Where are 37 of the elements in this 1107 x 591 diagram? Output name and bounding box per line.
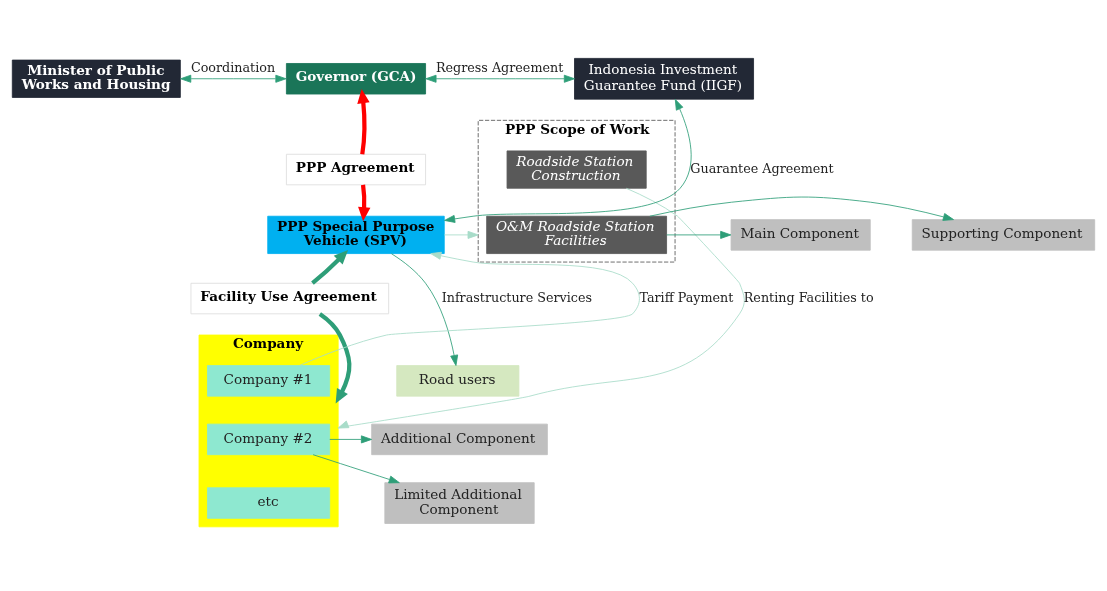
arrow	[666, 230, 732, 239]
arrow	[358, 184, 371, 221]
node-box: Company #1	[207, 364, 331, 397]
node-box: O&M Roadside Station Facilities	[486, 215, 667, 254]
node-box: Indonesia Investment Guarantee Fund (IIGF)	[574, 57, 754, 100]
arrow	[391, 252, 459, 366]
node-box: Facility Use Agreement	[190, 282, 390, 314]
edge-label: Regress Agreement	[435, 59, 564, 75]
arrow	[357, 88, 370, 155]
edge-label: Renting Facilities to	[743, 289, 874, 305]
node-box: Road users	[396, 364, 520, 397]
node-box: etc	[207, 486, 331, 519]
arrow	[425, 74, 575, 83]
arrow	[444, 98, 692, 223]
arrow	[649, 196, 954, 221]
arrow	[298, 251, 640, 366]
arrow	[311, 249, 349, 285]
node-box: Additional Component	[371, 423, 548, 455]
node-box: Governor (GCA)	[286, 62, 426, 94]
edge-label: Guarantee Agreement	[690, 160, 834, 176]
edge-label: Infrastructure Services	[441, 289, 593, 305]
node-box: PPP Special Purpose Vehicle (SPV)	[267, 215, 445, 254]
node-box: Main Component	[730, 218, 871, 251]
arrow	[312, 453, 400, 483]
edge-label: Tariff Payment	[639, 289, 734, 305]
node-box: Supporting Component	[911, 218, 1096, 251]
arrow	[329, 434, 372, 443]
arrow	[443, 230, 479, 239]
edge-label: Coordination	[190, 59, 276, 75]
arrow	[318, 311, 352, 404]
node-box: Minister of Public Works and Housing	[11, 59, 181, 98]
node-box: PPP Agreement	[286, 153, 426, 185]
arrow	[180, 74, 287, 83]
node-box: Roadside Station Construction	[506, 149, 647, 189]
node-box: Limited Additional Component	[384, 481, 535, 524]
node-box: Company #2	[207, 423, 331, 455]
arrow	[337, 187, 745, 429]
